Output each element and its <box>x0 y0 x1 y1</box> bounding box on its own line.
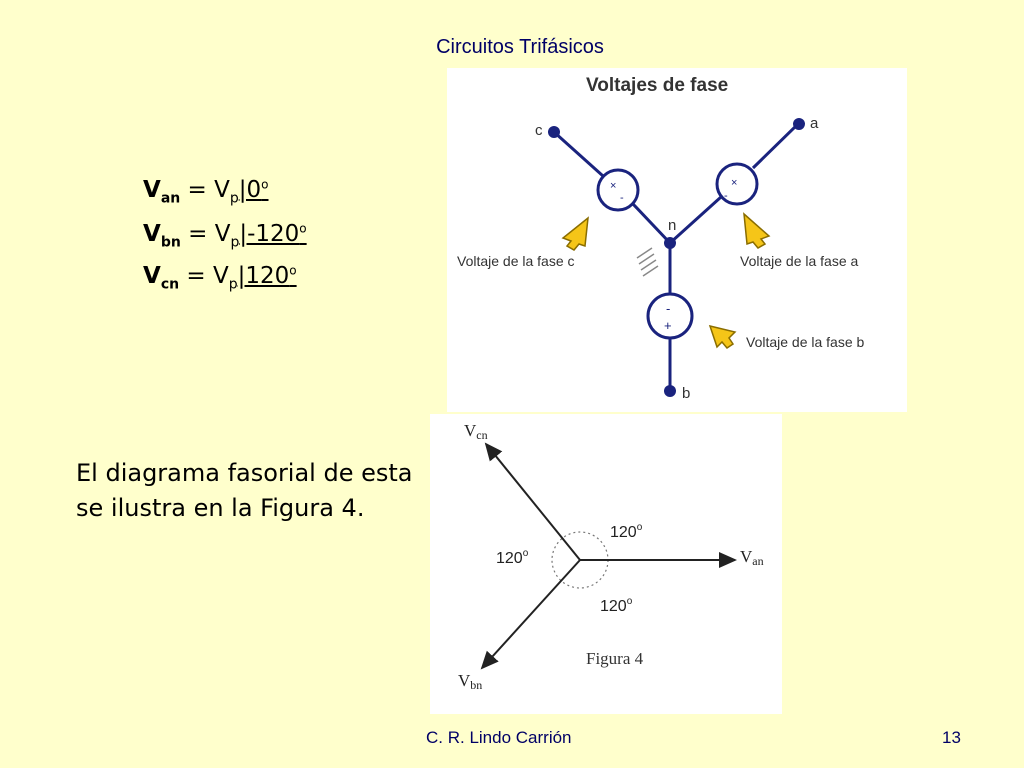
label-vcn: Vcn <box>464 421 488 442</box>
label-phase-b: Voltaje de la fase b <box>746 334 865 350</box>
node-n-dot <box>664 237 676 249</box>
body-line-1: El diagrama fasorial de esta <box>76 459 413 487</box>
figure-caption: Figura 4 <box>586 649 644 668</box>
node-a-label: a <box>810 115 819 132</box>
footer-author: C. R. Lindo Carrión <box>426 728 572 747</box>
circuit-title: Voltajes de fase <box>586 75 728 96</box>
node-n-label: n <box>668 217 676 234</box>
eq-angle: |120o <box>237 263 297 289</box>
eq-lhs-sub: bn <box>160 234 181 251</box>
node-b-label: b <box>682 385 690 402</box>
eq-equals: = V <box>179 263 229 289</box>
label-vbn: Vbn <box>458 671 482 692</box>
arrow-phase-b-icon <box>708 324 737 349</box>
angle-label-bottom: 120o <box>600 596 633 615</box>
eq-angle: |0o <box>238 177 269 203</box>
svg-text:-: - <box>724 190 728 202</box>
arrow-phase-a-icon <box>743 212 771 249</box>
phasor-vbn <box>480 559 581 670</box>
slide-title: Circuitos Trifásicos <box>436 36 604 58</box>
phasor-figure: Van Vcn Vbn 120o 120o 120o Figura 4 <box>430 414 782 714</box>
eq-lhs-sub: cn <box>160 276 180 293</box>
eq-lhs: V <box>143 177 161 203</box>
label-phase-a: Voltaje de la fase a <box>740 253 859 269</box>
arrow-phase-c-icon <box>561 216 589 251</box>
label-phase-c: Voltaje de la fase c <box>457 253 575 269</box>
svg-text:×: × <box>731 177 737 189</box>
node-b-dot <box>664 385 676 397</box>
equation-vcn: Vcn = Vp|120o <box>143 263 297 293</box>
angle-label-left: 120o <box>496 548 529 567</box>
phasor-vcn <box>484 442 581 561</box>
node-c-label: c <box>535 122 543 139</box>
node-a-dot <box>793 118 805 130</box>
ground-hatch-icon <box>636 247 659 277</box>
equation-vbn: Vbn = Vp|-120o <box>143 221 307 251</box>
circuit-figure: Voltajes de fase × - × - - + <box>447 68 907 412</box>
eq-lhs: V <box>143 263 161 289</box>
source-c: × - <box>596 168 640 212</box>
svg-text:-: - <box>620 192 624 204</box>
eq-angle: |-120o <box>239 221 307 247</box>
eq-rhs-sub: p <box>230 234 240 251</box>
page-number: 13 <box>942 728 961 747</box>
svg-text:+: + <box>664 318 672 333</box>
svg-text:×: × <box>610 180 616 192</box>
eq-lhs-sub: an <box>160 190 181 207</box>
body-line-2: se ilustra en la Figura 4. <box>76 494 365 522</box>
svg-text:-: - <box>666 301 670 316</box>
source-b: - + <box>646 292 694 340</box>
circuit-wires <box>552 122 800 391</box>
node-c-dot <box>548 126 560 138</box>
eq-equals: = V <box>180 177 230 203</box>
angle-label-top: 120o <box>610 522 643 541</box>
eq-rhs-sub: p <box>229 190 239 207</box>
eq-rhs-sub: p <box>228 276 238 293</box>
body-text: El diagrama fasorial de esta se ilustra … <box>76 456 436 526</box>
equation-van: Van = Vp|0o <box>143 177 269 207</box>
label-van: Van <box>740 547 764 568</box>
eq-lhs: V <box>143 221 161 247</box>
eq-equals: = V <box>180 221 231 247</box>
source-a: × - <box>715 162 759 206</box>
